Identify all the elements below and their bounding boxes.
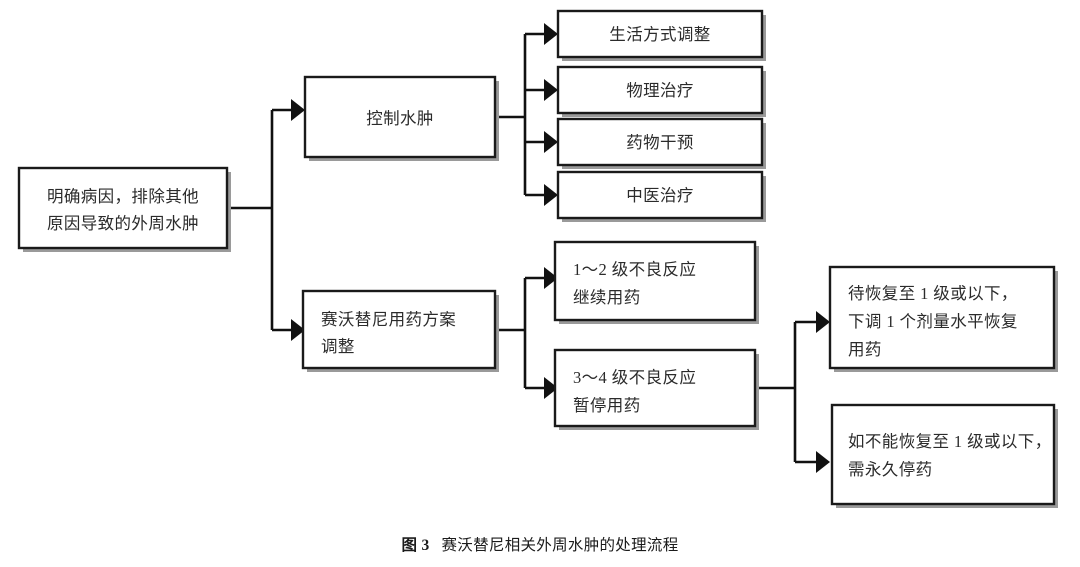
node-edema-action-4-label: 中医治疗 (626, 186, 694, 205)
node-resume-line-1: 待恢复至 1 级或以下， (848, 284, 1018, 303)
node-root-line-1: 明确病因，排除其他 (47, 187, 199, 206)
arrowhead-to-discontinue (816, 451, 830, 473)
node-edema-action-1[interactable]: 生活方式调整 (556, 9, 766, 61)
arrowhead-to-action-3 (544, 131, 558, 153)
figure-caption: 图 3 赛沃替尼相关外周水肿的处理流程 (0, 533, 1080, 555)
figure-caption-title: 赛沃替尼相关外周水肿的处理流程 (441, 537, 679, 554)
node-branch-dose-box (301, 289, 497, 370)
node-discontinue-box (830, 403, 1056, 506)
node-branch-edema-line-1: 控制水肿 (366, 109, 434, 128)
arrowhead-to-grade-high (544, 377, 558, 399)
connector-root-split (227, 99, 305, 341)
node-edema-action-4-box (556, 170, 764, 220)
node-root-line-2: 原因导致的外周水肿 (47, 214, 199, 233)
node-edema-action-1-box (556, 9, 764, 59)
node-root-box (17, 166, 229, 250)
arrowhead-to-grade-low (544, 267, 558, 289)
node-grade-high-line-1: 3～4 级不良反应 (573, 368, 696, 387)
node-root[interactable]: 明确病因，排除其他 原因导致的外周水肿 (17, 166, 231, 252)
connector-dose-split (495, 267, 558, 399)
connector-edema-split (495, 23, 558, 206)
node-grade-low-line-2: 继续用药 (573, 288, 641, 307)
node-edema-action-3-box (556, 117, 764, 167)
node-branch-dose-line-2: 调整 (321, 337, 355, 356)
node-resume-line-3: 用药 (848, 340, 882, 359)
node-edema-action-3-label: 药物干预 (626, 133, 694, 152)
arrowhead-to-action-4 (544, 184, 558, 206)
node-edema-action-2-label: 物理治疗 (626, 81, 694, 100)
node-edema-action-2-box (556, 65, 764, 115)
node-branch-edema-box (303, 75, 497, 159)
node-discontinue-line-2: 需永久停药 (848, 460, 933, 479)
node-resume-box (828, 265, 1056, 370)
node-grade-low-line-1: 1～2 级不良反应 (573, 260, 696, 279)
node-edema-action-4[interactable]: 中医治疗 (556, 170, 766, 222)
arrowhead-to-edema (291, 99, 305, 121)
node-edema-action-3[interactable]: 药物干预 (556, 117, 766, 169)
node-discontinue-line-1: 如不能恢复至 1 级或以下， (848, 432, 1052, 451)
node-resume-line-2: 下调 1 个剂量水平恢复 (848, 312, 1018, 331)
node-grade-high[interactable]: 3～4 级不良反应 暂停用药 (553, 348, 759, 430)
arrowhead-to-action-1 (544, 23, 558, 45)
arrowhead-to-action-2 (544, 79, 558, 101)
node-grade-low-box (553, 240, 757, 322)
node-resume[interactable]: 待恢复至 1 级或以下， 下调 1 个剂量水平恢复 用药 (828, 265, 1058, 372)
node-branch-dose[interactable]: 赛沃替尼用药方案 调整 (301, 289, 499, 372)
arrowhead-to-dose (291, 319, 305, 341)
node-edema-action-2[interactable]: 物理治疗 (556, 65, 766, 117)
node-grade-high-box (553, 348, 757, 428)
node-branch-edema[interactable]: 控制水肿 (303, 75, 499, 161)
node-branch-dose-line-1: 赛沃替尼用药方案 (321, 309, 456, 329)
arrowhead-to-resume (816, 311, 830, 333)
figure-caption-label: 图 3 (401, 537, 430, 554)
connector-grade-high-split (755, 311, 830, 473)
node-edema-action-1-label: 生活方式调整 (609, 25, 710, 44)
node-grade-high-line-2: 暂停用药 (573, 396, 641, 415)
node-discontinue[interactable]: 如不能恢复至 1 级或以下， 需永久停药 (830, 403, 1058, 508)
node-grade-low[interactable]: 1～2 级不良反应 继续用药 (553, 240, 759, 324)
